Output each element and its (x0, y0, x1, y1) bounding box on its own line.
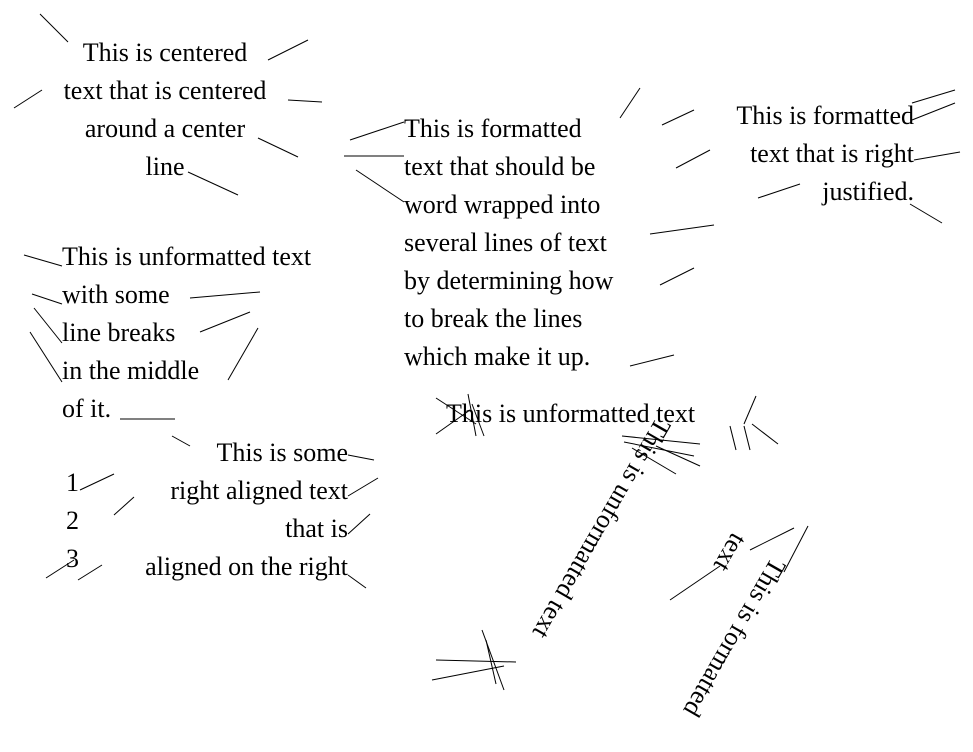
wrapped-line-2: text that should be (404, 152, 596, 181)
centered-line-3: around a center (84, 114, 246, 143)
wrapped-line-6: to break the lines (404, 304, 583, 333)
right-justified-line-3: justified. (822, 177, 914, 206)
number-2: 2 (66, 506, 79, 535)
right-justified-text-block: This is formatted text that is right jus… (680, 97, 914, 211)
right-justified-line-2: text that is right (750, 139, 914, 168)
centered-line-2: text that is centered (63, 76, 267, 105)
centered-text-block: This is centered text that is centered a… (40, 34, 290, 186)
right-aligned-text-block: This is some right aligned text that is … (90, 434, 348, 586)
unformatted-line-5: of it. (62, 394, 112, 423)
word-wrapped-text-block: This is formatted text that should be wo… (404, 110, 613, 376)
number-1: 1 (66, 468, 79, 497)
right-aligned-line-1: This is some (216, 438, 348, 467)
wrapped-line-7: which make it up. (404, 342, 591, 371)
unformatted-line-1: This is unformatted text (62, 242, 312, 271)
wrapped-line-1: This is formatted (404, 114, 582, 143)
unformatted-breaks-text-block: This is unformatted text with some line … (62, 238, 311, 428)
unformatted-single-text: This is unformatted text (446, 399, 696, 428)
unformatted-line-4: in the middle (62, 356, 200, 385)
centered-line-1: This is centered (82, 38, 248, 67)
right-aligned-line-3: that is (285, 514, 348, 543)
number-3: 3 (66, 544, 79, 573)
wrapped-line-3: word wrapped into (404, 190, 601, 219)
wrapped-line-5: by determining how (404, 266, 614, 295)
right-justified-line-1: This is formatted (736, 101, 914, 130)
unformatted-line-2: with some (62, 280, 170, 309)
unformatted-line-3: line breaks (62, 318, 176, 347)
centered-line-4: line (145, 152, 185, 181)
wrapped-line-4: several lines of text (404, 228, 607, 257)
right-aligned-line-2: right aligned text (170, 476, 348, 505)
right-aligned-line-4: aligned on the right (145, 552, 348, 581)
number-list: 1 2 3 (66, 464, 79, 578)
